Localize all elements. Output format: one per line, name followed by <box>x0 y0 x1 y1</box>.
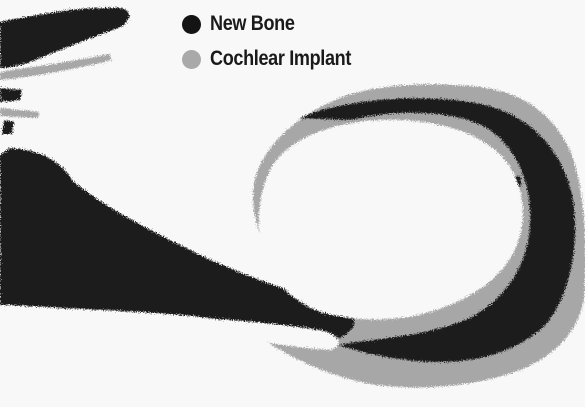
legend: New Bone Cochlear Implant <box>182 11 374 81</box>
legend-label-cochlear-implant: Cochlear Implant <box>210 47 351 71</box>
legend-item-cochlear-implant: Cochlear Implant <box>182 46 374 72</box>
legend-label-new-bone: New Bone <box>210 12 295 36</box>
new-bone-swatch-icon <box>182 15 201 34</box>
cochlear-implant-swatch-icon <box>182 50 201 69</box>
legend-item-new-bone: New Bone <box>182 11 374 37</box>
